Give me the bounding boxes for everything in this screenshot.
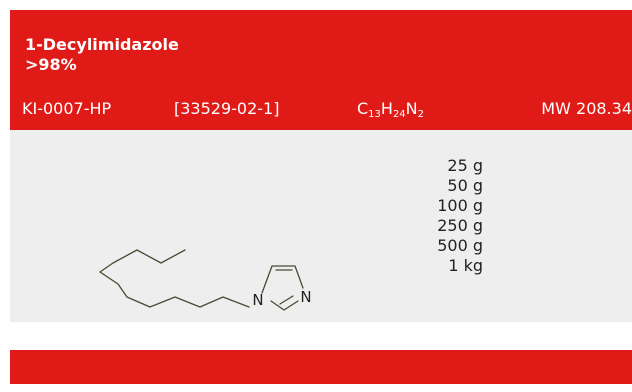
package-size: 25 g — [447, 156, 483, 175]
formula-n-symbol: N — [405, 99, 418, 118]
chemical-structure: N N — [99, 249, 312, 311]
decyl-chain — [99, 249, 250, 308]
formula-c-symbol: C — [357, 99, 369, 118]
molecular-formula: C13H24N2 — [357, 99, 425, 120]
product-purity: >98% — [25, 55, 77, 74]
package-size: 100 g — [437, 196, 483, 215]
product-body: N N 25 g 50 g 100 g 250 g 500 g 1 kg — [10, 130, 632, 322]
formula-h-count: 24 — [392, 109, 406, 120]
catalog-number: KI-0007-HP — [22, 99, 112, 118]
formula-c-count: 13 — [368, 109, 381, 120]
cas-number: [33529-02-1] — [174, 99, 280, 118]
package-size: 50 g — [447, 176, 483, 195]
imidazole-double-bonds — [275, 269, 294, 305]
product-name: 1-Decylimidazole — [25, 35, 179, 54]
atom-n3-label: N — [300, 288, 311, 306]
formula-n-count: 2 — [417, 109, 425, 120]
package-size: 500 g — [437, 236, 483, 255]
molecular-weight: MW 208.34 — [541, 99, 632, 118]
product-footer — [10, 350, 632, 384]
formula-h-symbol: H — [380, 99, 393, 118]
product-card: 1-Decylimidazole >98% KI-0007-HP [33529-… — [10, 10, 632, 384]
package-size: 250 g — [437, 216, 483, 235]
package-size-list: 25 g 50 g 100 g 250 g 500 g 1 kg — [437, 156, 483, 276]
product-header: 1-Decylimidazole >98% KI-0007-HP [33529-… — [10, 10, 632, 130]
package-size: 1 kg — [448, 256, 483, 275]
imidazole-ring — [261, 265, 304, 311]
product-title: 1-Decylimidazole >98% — [25, 35, 179, 75]
atom-n1-label: N — [252, 291, 263, 309]
